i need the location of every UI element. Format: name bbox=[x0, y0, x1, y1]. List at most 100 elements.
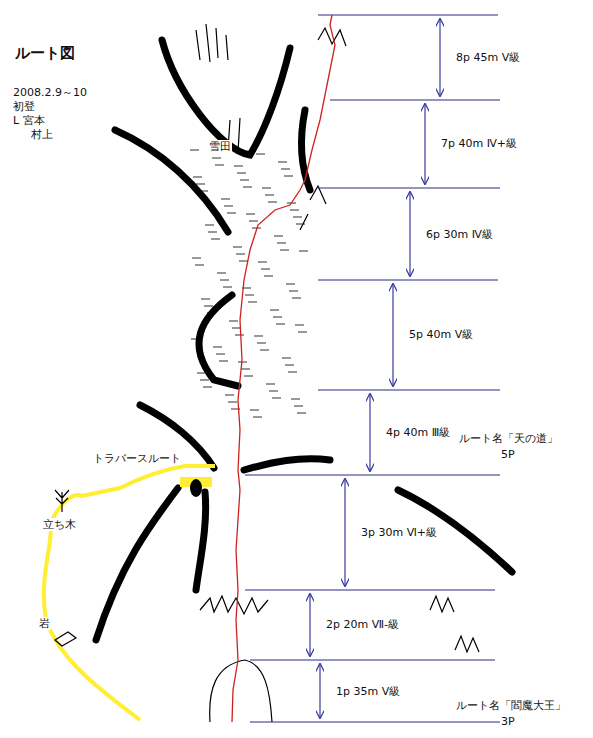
topo-label: 3p 30m Ⅵ+級 bbox=[360, 526, 438, 539]
snow-dash bbox=[293, 217, 302, 218]
snow-dash bbox=[221, 199, 230, 200]
snow-texture bbox=[190, 150, 308, 417]
snow-dash bbox=[297, 413, 306, 414]
snow-dash bbox=[276, 324, 285, 325]
snow-dash bbox=[254, 336, 263, 337]
snow-dash bbox=[258, 262, 267, 263]
snow-dash bbox=[282, 358, 291, 359]
snow-dash bbox=[280, 250, 289, 251]
snow-dash bbox=[261, 269, 270, 270]
snow-dash bbox=[205, 225, 214, 226]
snow-dash bbox=[264, 276, 273, 277]
snow-dash bbox=[233, 247, 242, 248]
topo-label: 5P bbox=[500, 448, 516, 461]
topo-label: 1p 35m Ⅴ級 bbox=[335, 685, 401, 698]
snow-dash bbox=[248, 302, 257, 303]
snow-dash bbox=[292, 298, 301, 299]
snow-dash bbox=[204, 306, 213, 307]
snow-dash bbox=[288, 372, 297, 373]
snow-dash bbox=[245, 295, 254, 296]
snow-dash bbox=[190, 150, 199, 151]
snow-dash bbox=[243, 187, 252, 188]
snow-dash bbox=[224, 206, 233, 207]
snow-dash bbox=[219, 361, 228, 362]
snow-dash bbox=[265, 195, 274, 196]
snow-dash bbox=[281, 169, 290, 170]
snow-dash bbox=[257, 343, 266, 344]
snow-dash bbox=[238, 362, 247, 363]
snow-dash bbox=[256, 154, 265, 155]
snow-dash bbox=[294, 406, 303, 407]
tree-symbol bbox=[55, 490, 69, 512]
snow-dash bbox=[236, 254, 245, 255]
topo-label: 岩 bbox=[38, 617, 51, 630]
snow-dash bbox=[213, 347, 222, 348]
snow-dash bbox=[241, 369, 250, 370]
rock-outlines bbox=[96, 40, 512, 640]
snow-dash bbox=[277, 243, 286, 244]
snow-dash bbox=[239, 261, 248, 262]
diagram-title: ルート図 bbox=[15, 44, 75, 63]
rock-blob bbox=[190, 479, 202, 497]
snow-dash bbox=[200, 380, 209, 381]
topo-label: 2p 20m Ⅶ-級 bbox=[325, 618, 400, 631]
snow-dash bbox=[246, 214, 255, 215]
topo-label: 5p 40m Ⅴ級 bbox=[408, 328, 474, 341]
snow-dash bbox=[295, 325, 304, 326]
snow-dash bbox=[193, 177, 202, 178]
rock-symbol bbox=[55, 632, 76, 646]
topo-label: 2008.2.9～10 bbox=[12, 86, 88, 99]
topo-label: 3P bbox=[500, 715, 516, 728]
snow-dash bbox=[290, 210, 299, 211]
rock-sketch bbox=[196, 24, 479, 722]
snow-dash bbox=[211, 239, 220, 240]
snow-dash bbox=[274, 236, 283, 237]
snow-dash bbox=[192, 258, 201, 259]
snow-dash bbox=[250, 410, 259, 411]
snow-dash bbox=[229, 321, 238, 322]
snow-dash bbox=[228, 402, 237, 403]
topo-label: 村上 bbox=[30, 128, 54, 141]
topo-label: 初登 bbox=[12, 100, 36, 113]
topo-label: トラバースルート bbox=[92, 452, 182, 465]
snow-dash bbox=[299, 251, 308, 252]
snow-dash bbox=[278, 162, 287, 163]
pitch-lines bbox=[245, 15, 500, 722]
topo-label: L 宮本 bbox=[12, 114, 46, 127]
snow-dash bbox=[237, 173, 246, 174]
snow-dash bbox=[273, 317, 282, 318]
topo-label: 立ち木 bbox=[42, 518, 77, 531]
topo-label: 雪田 bbox=[208, 140, 232, 153]
snow-dash bbox=[234, 166, 243, 167]
snow-dash bbox=[201, 299, 210, 300]
snow-dash bbox=[284, 176, 293, 177]
snow-dash bbox=[289, 291, 298, 292]
topo-label: ルート名「天の道」 bbox=[458, 432, 559, 445]
snow-dash bbox=[196, 184, 205, 185]
topo-label: ルート名「閻魔大王」 bbox=[455, 699, 567, 712]
snow-dash bbox=[266, 384, 275, 385]
snow-dash bbox=[223, 287, 232, 288]
snow-dash bbox=[291, 399, 300, 400]
topo-label: 8p 45m Ⅴ級 bbox=[455, 51, 521, 64]
snow-dash bbox=[249, 221, 258, 222]
snow-dash bbox=[215, 165, 224, 166]
snow-dash bbox=[286, 284, 295, 285]
snow-dash bbox=[235, 335, 244, 336]
snow-dash bbox=[285, 365, 294, 366]
snow-dash bbox=[270, 310, 279, 311]
snow-dash bbox=[227, 213, 236, 214]
snow-dash bbox=[220, 280, 229, 281]
snow-dash bbox=[269, 391, 278, 392]
snow-dash bbox=[262, 188, 271, 189]
snow-dash bbox=[232, 328, 241, 329]
snow-dash bbox=[195, 265, 204, 266]
snow-dash bbox=[244, 376, 253, 377]
snow-dash bbox=[253, 417, 262, 418]
snow-dash bbox=[272, 398, 281, 399]
climbing-route bbox=[232, 15, 335, 722]
snow-dash bbox=[212, 158, 221, 159]
snow-dash bbox=[225, 395, 234, 396]
snow-dash bbox=[208, 232, 217, 233]
